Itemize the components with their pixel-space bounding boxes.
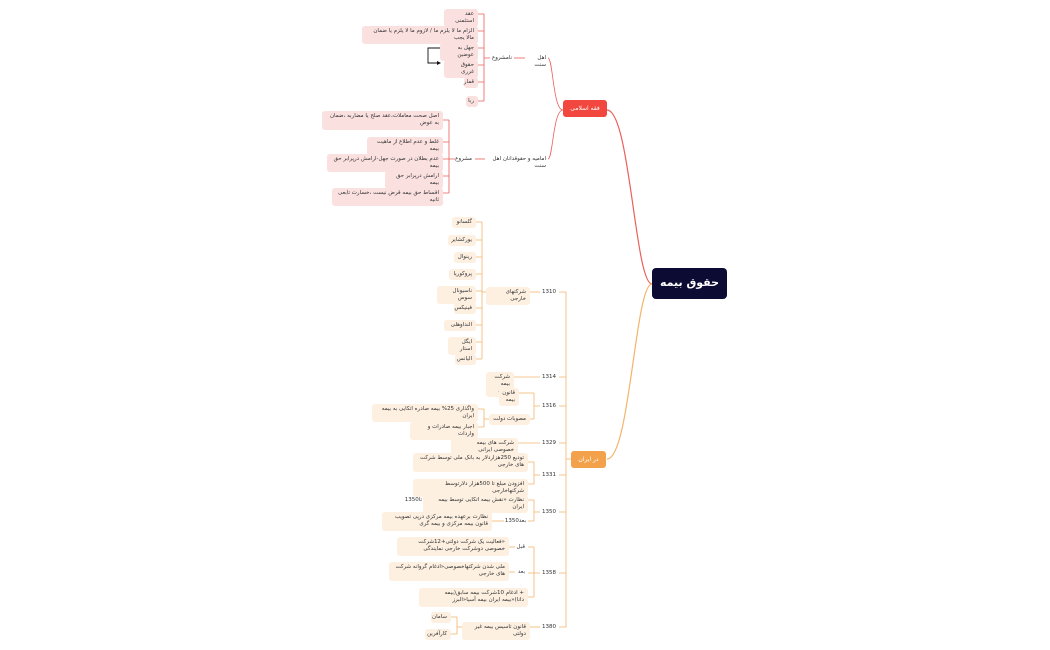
- year-1358[interactable]: 1358: [542, 570, 556, 576]
- deposit-2[interactable]: افزودن مبلغ تا 500هزار دلارتوسط شرکتهاخا…: [413, 479, 528, 497]
- node-insurance-law[interactable]: قانون بیمه: [499, 388, 519, 406]
- red-item-7[interactable]: اصل صحت معاملات،عقد صلح یا مضاربه ،ضمان …: [322, 111, 443, 130]
- company-6[interactable]: فینیکس: [454, 303, 476, 314]
- node-after-1350[interactable]: نظارت برعهده بیمه مرکزی درپی تصویب قانون…: [382, 512, 492, 531]
- company-1[interactable]: گلسانو: [452, 217, 476, 228]
- company-5[interactable]: ناسیونال سوس: [437, 286, 476, 304]
- node-private-law[interactable]: قانون تاسیس بیمه غیر دولتی: [462, 622, 530, 640]
- red-item-6[interactable]: ربا: [466, 96, 478, 107]
- year-1380[interactable]: 1380: [542, 624, 556, 630]
- company-3[interactable]: رینوال: [454, 252, 476, 263]
- red-item-1[interactable]: عقد استثمنی: [444, 9, 478, 27]
- year-1316[interactable]: 1316: [542, 403, 556, 409]
- root-label: حقوق بیمه: [659, 276, 720, 289]
- node-after-text[interactable]: ملی شدن شرکتهاخصوصی«ادغام گروانه شرکت ها…: [389, 562, 509, 581]
- node-imamieh[interactable]: امامیه و حقوقدانان اهل سنت: [492, 156, 546, 169]
- red-item-5[interactable]: قمار: [464, 77, 478, 88]
- branch-in-iran[interactable]: در ایران: [571, 451, 606, 468]
- company-9[interactable]: الیانس: [455, 354, 476, 365]
- company-8[interactable]: ایگل استار: [448, 337, 476, 355]
- node-govt-approvals[interactable]: مصوبات دولت: [489, 414, 530, 425]
- label-until-1350: تا1350: [404, 497, 422, 503]
- label-before[interactable]: قبل: [516, 544, 525, 550]
- node-mashru[interactable]: مشروع: [455, 156, 472, 162]
- year-1314[interactable]: 1314: [542, 374, 556, 380]
- node-private-companies[interactable]: شرکت های بیمه خصوصی ایرانی: [451, 438, 518, 456]
- node-merge[interactable]: + ادغام 10شرکت بیمه سابق(بیمه دانا)«بیمه…: [419, 588, 528, 607]
- label-after[interactable]: بعد: [517, 569, 525, 575]
- link-root-orange: [606, 283, 653, 460]
- company-4[interactable]: پروکوریا: [449, 269, 476, 280]
- red-item-11[interactable]: اقساط حق بیمه قرض نیست ،خسارت تابعی ثانی…: [332, 188, 443, 206]
- label-after-1350: بعد1350: [504, 518, 526, 524]
- root-node[interactable]: حقوق بیمه: [652, 268, 727, 299]
- node-na-mashru[interactable]: نامشروع: [491, 55, 512, 61]
- red-item-10[interactable]: ارامش درپرابر حق بیمه: [385, 171, 443, 189]
- red-item-9[interactable]: عدم بطلان در صورت جهل-ارامش درپرابر حق ب…: [327, 154, 443, 172]
- approval-2[interactable]: اجبار بیمه صادرات و واردات: [410, 422, 478, 440]
- company-karafarin[interactable]: کارآفرین: [425, 629, 451, 640]
- red-item-4[interactable]: حقوق غرری: [444, 60, 478, 78]
- company-7[interactable]: النداوهلی: [444, 320, 476, 331]
- red-item-2[interactable]: الزام ما لا یلزم ما / لازوم ما لا یلزم ی…: [362, 26, 478, 44]
- link-root-red: [606, 109, 653, 285]
- branch-in-iran-label: در ایران: [578, 456, 599, 463]
- company-2[interactable]: یورکشایر: [448, 235, 476, 246]
- red-item-3[interactable]: جهل به عوضین: [440, 43, 478, 61]
- approval-1[interactable]: واگذاری 25% بیمه صادره اتکایی به بیمه ای…: [372, 404, 478, 422]
- year-1310[interactable]: 1310: [542, 289, 556, 295]
- red-item-8[interactable]: غلط و عدم اطلاع از ماهیت بیمه: [367, 137, 443, 155]
- year-1331[interactable]: 1331: [542, 472, 556, 478]
- year-1329[interactable]: 1329: [542, 440, 556, 446]
- company-saman[interactable]: سامان: [431, 612, 451, 623]
- node-before-text[interactable]: «فعالیت یک شرکت دولتی+12شرکت خصوصی دوشرک…: [397, 537, 509, 556]
- deposit-1[interactable]: تودیع 250هزاردلار به بانک ملی توسط شرکت …: [413, 453, 528, 472]
- year-1350[interactable]: 1350: [542, 509, 556, 515]
- branch-islamic-fiqh-label: فقه اسلامی: [570, 105, 600, 112]
- branch-islamic-fiqh[interactable]: فقه اسلامی: [563, 100, 607, 117]
- node-ahl-sunnat[interactable]: اهل سنت: [534, 55, 546, 68]
- relation-arrow: [427, 47, 440, 64]
- node-until-1350[interactable]: نظارت «نقش بیمه اتکایی توسط بیمه ایران: [423, 495, 528, 513]
- node-foreign-companies[interactable]: شرکتهای خارجی: [486, 287, 530, 305]
